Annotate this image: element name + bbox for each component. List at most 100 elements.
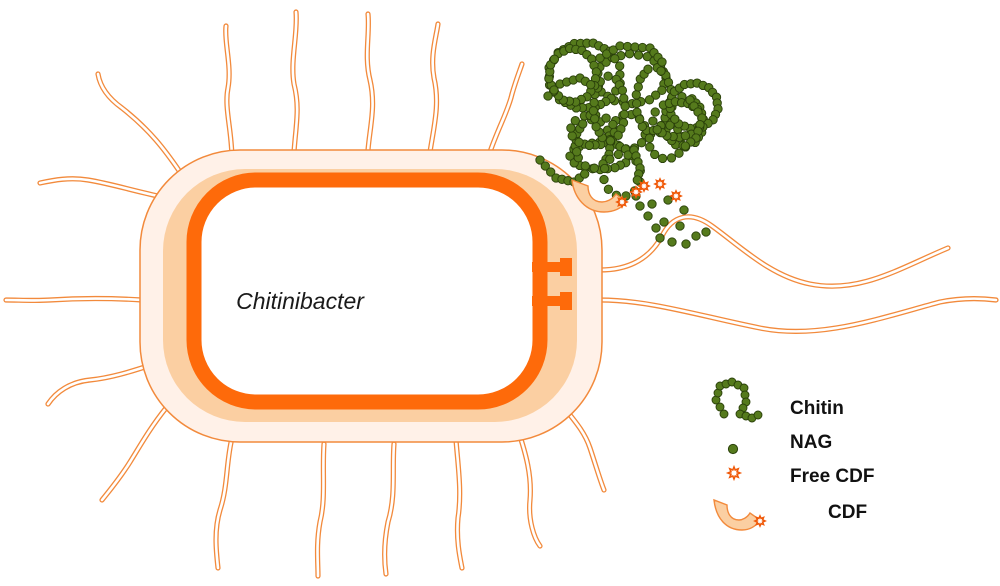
flagellum-core [365,12,374,152]
chitin-bead [753,410,763,420]
chitin-bead [657,57,667,67]
flagellum-core [598,297,998,333]
chitin-strand [543,73,596,101]
chitin-bead [613,130,623,140]
chitin-bead [633,50,644,60]
chitin-bead [603,71,613,81]
flagellum [364,11,376,153]
chitin-bead [590,114,600,124]
flagellum [3,295,145,304]
chitin-bead [666,153,677,163]
chitin-strand [544,43,601,107]
flagellum [314,441,327,579]
legend-cdf-star [753,514,767,528]
chitin-bead [580,169,590,179]
legend-chitin-label: Chitin [790,398,844,419]
flagellum-core [316,442,326,578]
flagellum-core [100,406,168,502]
chitin-strand [588,71,630,146]
chitin-bead [665,120,675,130]
chitin-bead [644,95,655,105]
chitin-bead [586,80,596,90]
flagellum [485,61,525,161]
nag-monomer [679,205,689,215]
bacterium-cell: Chitinibacter [139,149,603,443]
flagellum [515,427,543,549]
flagellum-core [4,297,144,302]
chitin-bead [543,91,553,101]
nag-monomer [701,227,711,237]
legend-free-cdf-label: Free CDF [790,466,874,487]
flagellum [37,176,161,199]
nag-monomer [651,223,661,233]
chitin-bead [567,131,577,141]
chitin-bead [650,149,660,160]
flagellum [453,437,465,571]
flagellum-core [516,428,542,548]
free-cdf-group [615,177,683,209]
chitin-bead [584,140,595,151]
flagellum [95,71,183,175]
chitin-bead [546,167,556,177]
legend-nag-label: NAG [790,432,832,453]
chitin-bead [605,136,616,146]
chitin-bead [657,85,667,95]
chitin-bead [572,147,582,157]
chitin-bead [670,114,680,124]
nag-monomer [635,201,645,211]
chitin-bead [574,137,584,147]
chitin-bead [588,106,599,116]
legend-cdf-star-icon [753,514,767,528]
chitin-bead [652,125,662,135]
chitin-bead [549,54,560,64]
flagellum [45,361,157,407]
nag-monomer [655,233,665,243]
chitin-bead [601,113,611,123]
legend-chitin-icon [711,377,763,423]
flagellum-core [454,438,464,570]
flagellum-core [38,177,160,198]
nag-monomer [675,221,685,231]
nag-monomer [659,217,669,227]
nag-monomer [643,211,653,221]
chitin-strand [595,41,667,76]
chitin-bead [535,155,545,165]
chitin-strand [629,145,645,185]
flagellum [223,23,235,163]
nag-monomer [663,195,673,205]
chitin-bead [633,82,643,92]
flagellum-core [428,22,440,154]
chitin-bead [540,161,550,171]
legend-nag-icon [727,443,739,455]
chitin-bead [635,114,645,124]
chitin-bead [650,107,660,117]
chitin-bead [549,85,559,95]
flagellum-core [214,436,234,570]
nag-monomer [667,237,677,247]
chitin-bead [589,97,599,108]
flagellum-core [291,10,299,154]
chitin-bead [620,101,630,111]
flagella-group [3,9,999,579]
cell-label: Chitinibacter [236,288,365,314]
flagellum-outline [515,427,543,549]
chitin-bead [570,116,580,126]
chitin-bead [603,184,614,194]
flagellum [213,435,235,571]
chitin-bead [608,119,618,130]
chitin-bead [631,98,642,109]
chitin-bead [617,85,628,96]
chitin-bead [589,163,599,173]
chitin-bead [719,409,729,419]
chitin-bead [599,163,610,174]
chitin-bead [619,109,629,120]
chitin-bead [613,149,624,160]
flagellum [382,441,397,577]
chitin-bead [599,174,609,185]
chitin-bead [645,142,655,152]
legend: Chitin NAG Free CDF CDF [711,377,874,531]
flagellum-core [486,62,524,160]
flagellum [597,214,951,289]
legend-free-cdf-icon [725,464,743,482]
chitin-bead [608,45,618,55]
